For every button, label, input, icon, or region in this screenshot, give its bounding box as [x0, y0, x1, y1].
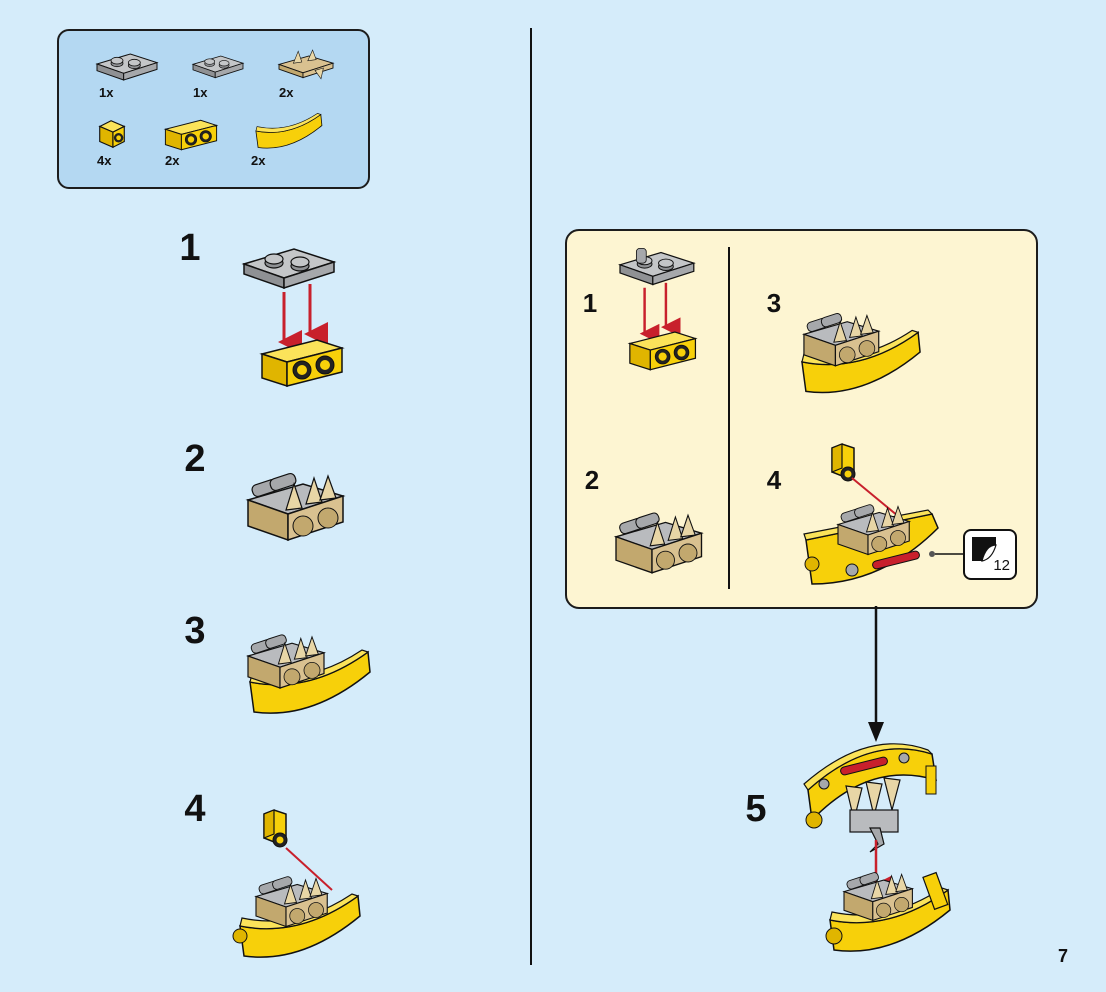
- part-qty: 1x: [193, 85, 207, 100]
- sticker-page-ref: 12: [963, 529, 1017, 580]
- part-qty: 1x: [99, 85, 113, 100]
- step-number: 3: [165, 612, 225, 650]
- step-1-illustration: [244, 244, 344, 390]
- yellow-bracket-part: [97, 117, 127, 151]
- part-qty: 2x: [251, 153, 265, 168]
- sticker-page-number: 12: [993, 557, 1010, 574]
- sub-step-number: 3: [759, 290, 789, 316]
- step-3-illustration: [246, 632, 372, 720]
- down-arrow-icon: [866, 606, 886, 746]
- sub-step-number: 2: [577, 467, 607, 493]
- sub-step-1-illustration: [620, 248, 702, 380]
- sub-step-2-illustration: [616, 506, 706, 582]
- sub-step-number: 1: [575, 290, 605, 316]
- part-qty: 2x: [165, 153, 179, 168]
- step-number: 1: [160, 229, 220, 267]
- grey-clip-plate-part: [97, 49, 157, 83]
- yellow-side-stud-brick-part: [165, 119, 217, 151]
- part-qty: 2x: [279, 85, 293, 100]
- step-5-illustration: [800, 740, 968, 966]
- part-qty: 4x: [97, 153, 111, 168]
- page-number: 7: [1058, 946, 1068, 967]
- step-number: 5: [726, 790, 786, 828]
- grey-bar-plate-part: [193, 51, 243, 81]
- sub-step-3-illustration: [800, 310, 924, 398]
- tan-teeth-plate-part: [279, 47, 333, 83]
- sub-step-4-illustration: [802, 444, 944, 592]
- yellow-curved-slope-part: [249, 109, 331, 153]
- sub-assembly-divider: [728, 247, 730, 589]
- step-4-illustration: [232, 810, 372, 966]
- sub-step-number: 4: [759, 467, 789, 493]
- step-2-illustration: [248, 470, 348, 546]
- page-divider: [530, 28, 532, 965]
- step-number: 2: [165, 440, 225, 478]
- parts-list-box: 1x 1x 2x 4x 2x 2x: [57, 29, 370, 189]
- step-number: 4: [165, 790, 225, 828]
